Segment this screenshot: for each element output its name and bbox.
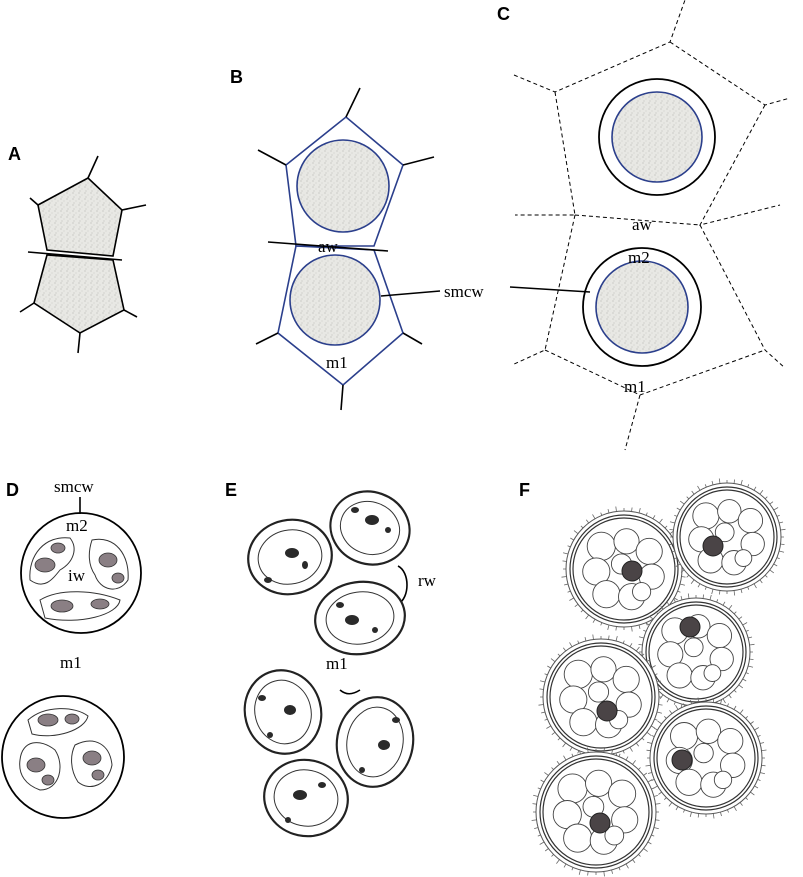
panel-letter-a: A [8,144,21,164]
pollen-grain-f-3 [637,593,755,711]
microspore-e-1 [247,518,333,596]
microspore-e-4 [243,669,323,755]
panel-letter-f: F [519,480,530,500]
panel-letter-e: E [225,480,237,500]
pollen-grain-f-5 [645,697,767,819]
pollen-grain-f-6 [531,747,661,877]
panel-d: D smcw m2 iw m1 [1,477,142,819]
label-aw-c: aw [632,215,653,234]
label-rw: rw [418,571,437,590]
cell-walls-c [511,0,791,451]
panel-a: A [8,144,147,354]
label-m1-e: m1 [326,654,348,673]
microspore-e-5 [335,696,415,788]
microspore-e-2 [329,490,411,566]
label-m2-d: m2 [66,516,88,535]
label-iw: iw [68,566,86,585]
pmc-pair-a [19,155,147,354]
panel-c: C aw m2 m1 [497,0,791,451]
label-m1-b: m1 [326,353,348,372]
label-smcw: smcw [444,282,484,301]
microspore-e-6 [263,758,349,838]
label-m1-c: m1 [624,377,646,396]
pollen-grain-f-4 [538,634,664,760]
panel-e: E rw m1 [225,480,437,838]
label-smcw-d: smcw [54,477,94,496]
panel-letter-b: B [230,67,243,87]
panel-letter-c: C [497,4,510,24]
tetrad-top-d [20,512,142,634]
panel-b: B aw m1 smcw [230,67,484,411]
microspore-bottom-c [582,247,702,367]
label-m2-c: m2 [628,248,650,267]
panel-f: F [519,478,786,877]
pollen-grain-f-1 [561,506,687,632]
label-m1-d: m1 [60,653,82,672]
tetrad-bottom-d [1,695,125,819]
pollen-grain-f-2 [668,478,786,596]
pmc-pair-b [255,87,441,411]
smcw-pointer [509,286,591,293]
panel-letter-d: D [6,480,19,500]
microspore-e-3 [314,580,406,656]
label-aw-b: aw [318,237,339,256]
microspore-top-c [598,78,716,196]
